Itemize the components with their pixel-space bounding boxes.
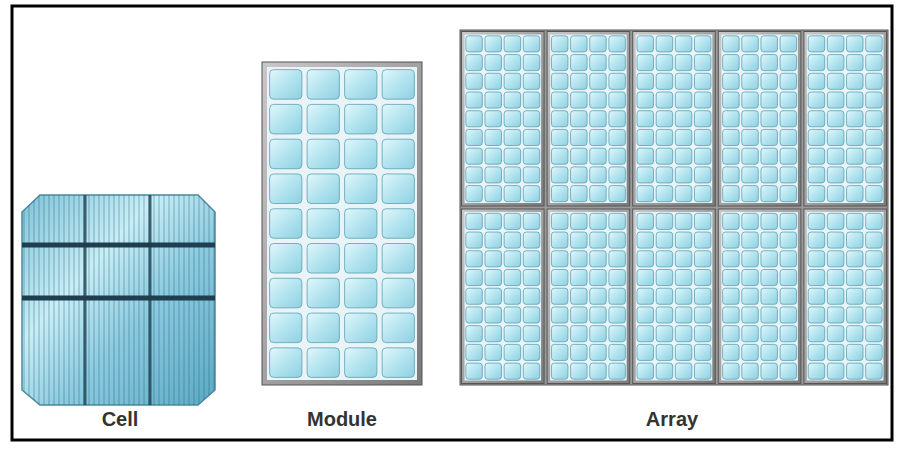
module-frame bbox=[718, 209, 801, 384]
cell-fingers bbox=[22, 195, 215, 405]
module-frame bbox=[462, 209, 545, 384]
caption-label: Cell bbox=[102, 408, 139, 430]
module-frame bbox=[262, 62, 422, 385]
caption-label: Array bbox=[646, 408, 698, 430]
array-drawing bbox=[460, 30, 888, 385]
cell-drawing bbox=[22, 195, 215, 405]
module-frame bbox=[718, 32, 801, 207]
module-frame bbox=[547, 32, 630, 207]
module-frame bbox=[633, 209, 716, 384]
caption-label: Module bbox=[307, 408, 377, 430]
module-frame bbox=[547, 209, 630, 384]
array-frame bbox=[460, 30, 888, 385]
module-frame bbox=[462, 32, 545, 207]
module-frame bbox=[804, 209, 887, 384]
module-frame bbox=[804, 32, 887, 207]
module-drawing bbox=[262, 62, 422, 385]
cell-body bbox=[22, 195, 215, 405]
outer-border bbox=[12, 6, 892, 440]
module-frame bbox=[633, 32, 716, 207]
